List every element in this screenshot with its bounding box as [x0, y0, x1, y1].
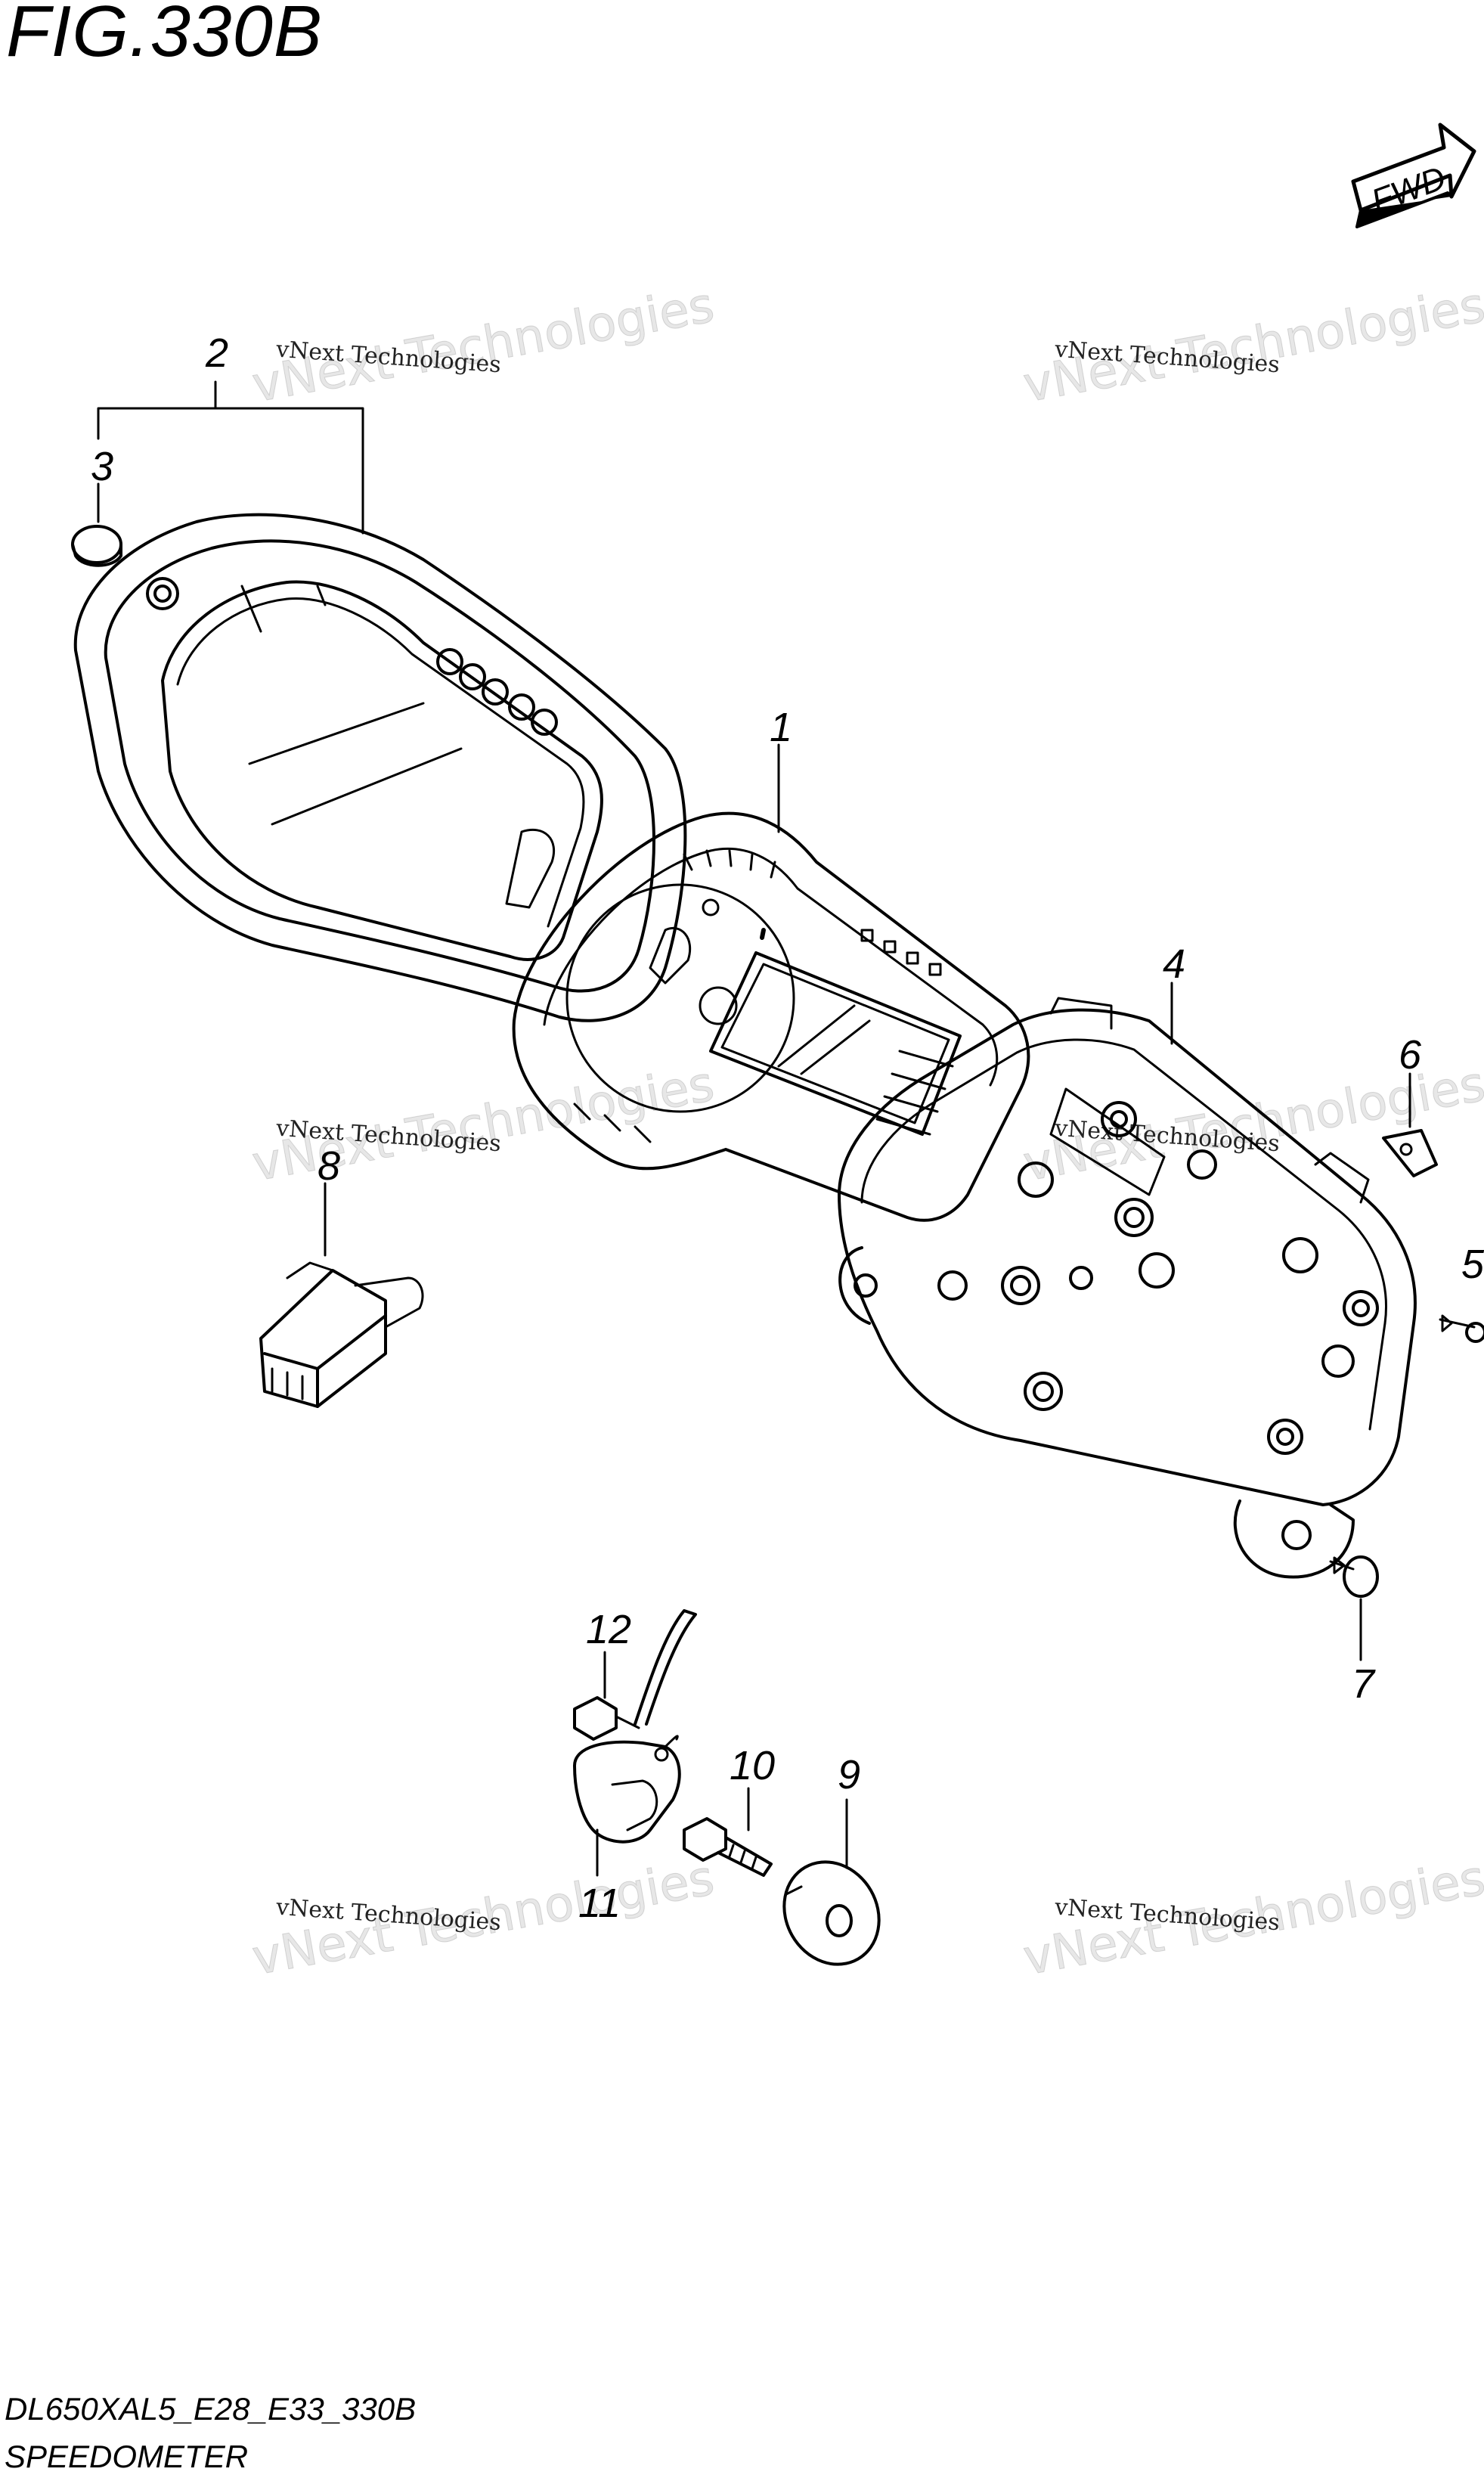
model-code: DL650XAL5_E28_E33_330B — [5, 2391, 417, 2427]
part-11-bracket — [573, 1609, 697, 1844]
part-7-screw — [1329, 1555, 1379, 1598]
callout-12: 12 — [586, 1607, 632, 1652]
figure-title: FIG.330B — [6, 0, 323, 72]
part-10-bolt — [683, 1817, 773, 1877]
callout-8: 8 — [318, 1143, 341, 1189]
part-2-meter-cover — [73, 513, 687, 1022]
part-4-lower-case — [838, 997, 1417, 1579]
callout-11: 11 — [578, 1881, 621, 1926]
callout-2: 2 — [206, 330, 229, 376]
part-1-meter-assembly — [512, 811, 1030, 1222]
leader-lines — [97, 380, 1411, 1877]
callout-1: 1 — [770, 705, 793, 750]
callout-7: 7 — [1352, 1661, 1375, 1707]
part-9-washer — [782, 1860, 881, 1966]
part-6-clip — [1382, 1129, 1438, 1177]
callout-6: 6 — [1399, 1032, 1422, 1078]
part-8-connector — [259, 1261, 424, 1408]
section-name: SPEEDOMETER — [5, 2439, 249, 2474]
forward-label: FWD — [1367, 160, 1451, 220]
part-12-bolt — [573, 1696, 640, 1741]
part-3-cap — [71, 525, 122, 567]
callout-4: 4 — [1163, 941, 1186, 987]
callout-9: 9 — [838, 1752, 861, 1797]
callout-5: 5 — [1461, 1242, 1484, 1287]
forward-arrow-icon: FWD — [1351, 123, 1476, 228]
part-5-screw — [1439, 1314, 1484, 1343]
callout-10: 10 — [730, 1743, 776, 1788]
callout-3: 3 — [91, 444, 114, 489]
